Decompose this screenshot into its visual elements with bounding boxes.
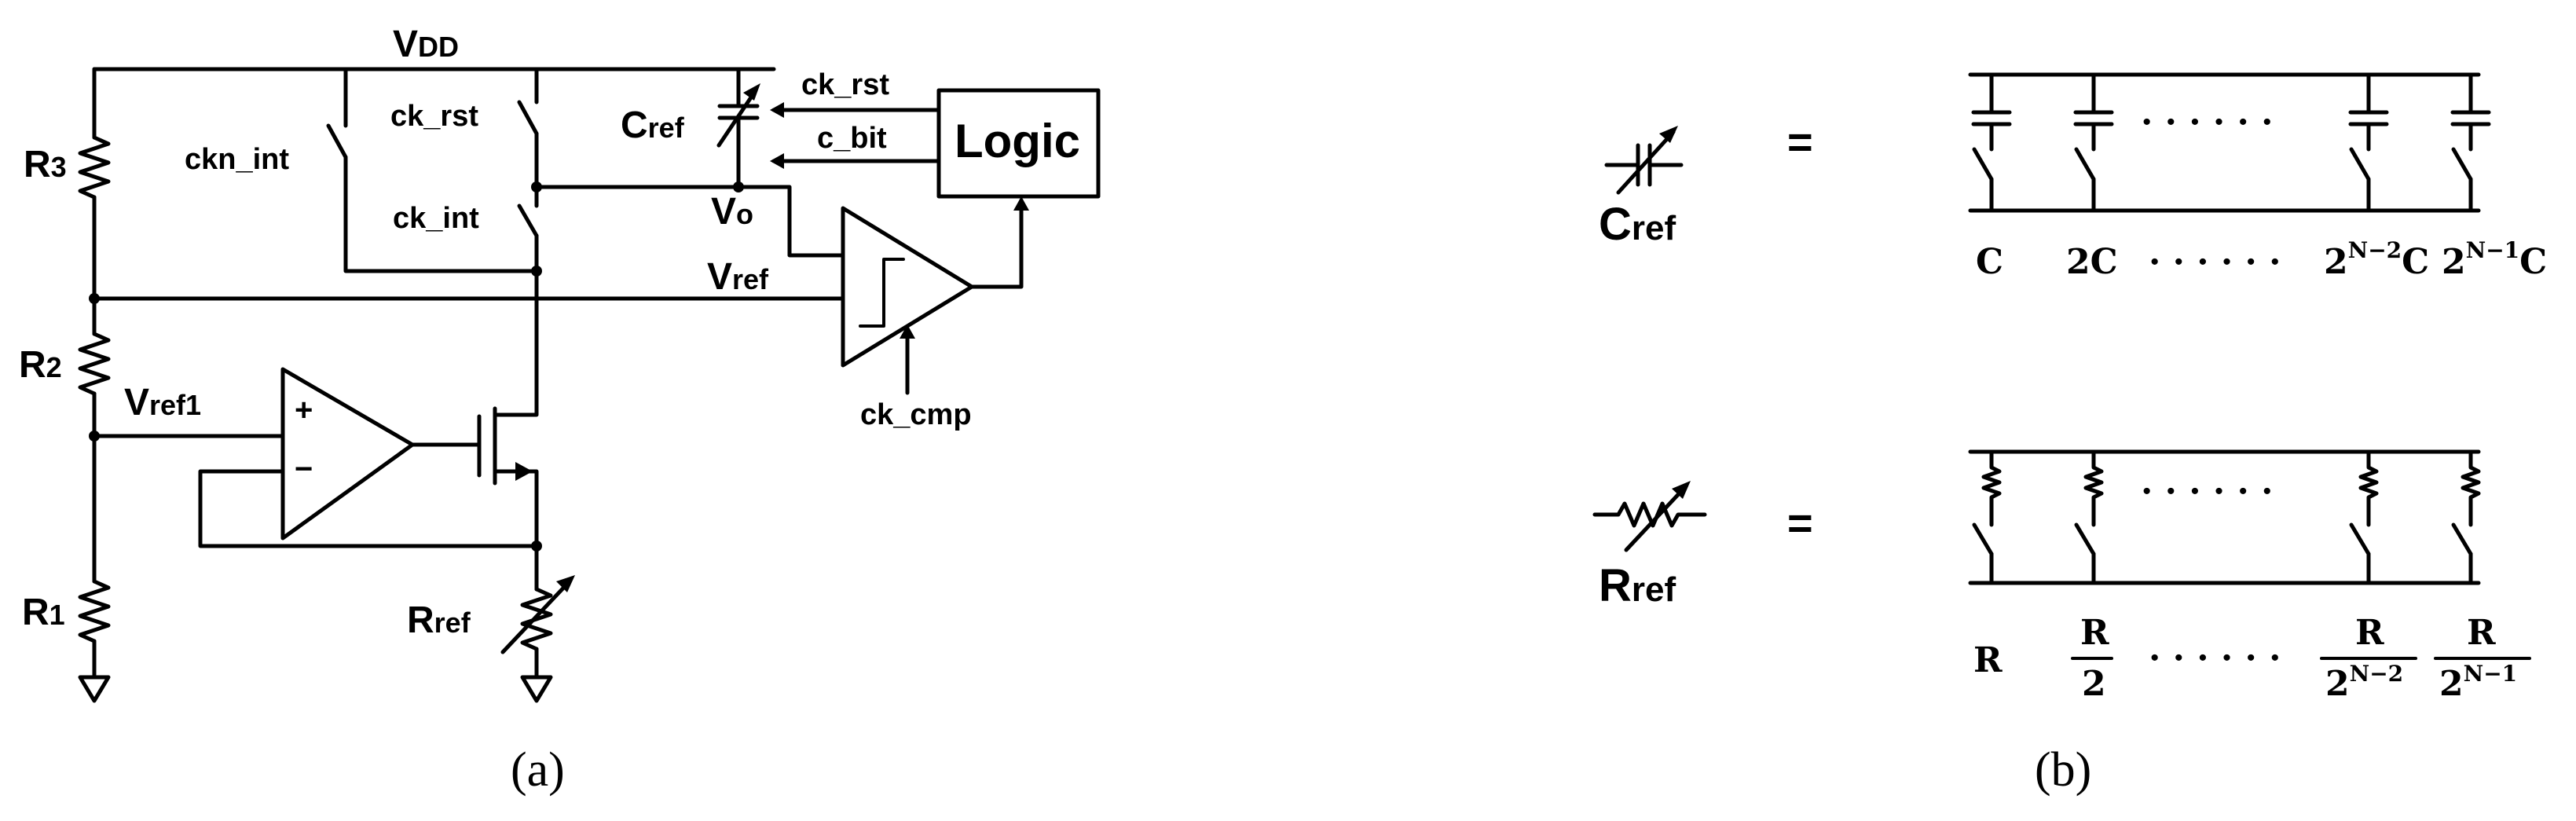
wire-vo (534, 185, 845, 258)
ckn-int-wire (343, 67, 539, 273)
r1-label: R1 (22, 592, 65, 633)
opamp-minus: − (295, 452, 313, 486)
ground-right-icon (520, 675, 553, 703)
vo-label: Vo (711, 191, 753, 233)
ck-int-label: ck_int (393, 202, 479, 235)
r1-resistor (78, 579, 111, 643)
ck-int-switch (517, 203, 539, 238)
res-label-dots: · · · · · · (2149, 638, 2281, 678)
ckn-int-switch (326, 123, 348, 159)
cref-arrowhead-icon (743, 83, 760, 101)
r3-label: R3 (24, 144, 67, 185)
cref-symbol-arrow (1616, 130, 1676, 195)
nmos-drain (493, 355, 539, 417)
cap-branch-2 (2073, 72, 2114, 213)
equals-bottom: = (1787, 498, 1813, 548)
res-branch-4 (2451, 449, 2481, 585)
ckn-int-label: ckn_int (185, 143, 289, 176)
comparator-output-arrow-icon (1013, 196, 1029, 211)
rref-symbol-arrowhead-icon (1672, 481, 1691, 499)
res-label-r3-num: R (2355, 613, 2384, 653)
res-branch-2 (2074, 449, 2104, 585)
node-cref (733, 181, 744, 192)
nmos-source (493, 469, 539, 548)
cap-label-c: C (1976, 242, 2003, 282)
cref-symbol-plates (1636, 143, 1652, 187)
res-branch-1 (1972, 449, 2002, 585)
logic-block (936, 88, 1101, 199)
cap-branch-3 (2348, 72, 2389, 213)
opamp-feedback-wire (198, 469, 539, 548)
rref-arrowhead-icon (556, 575, 575, 592)
logic-label: Logic (955, 115, 1080, 167)
cap-bank-dots: · · · · · · (2141, 102, 2274, 142)
ck-rst-switch (517, 100, 539, 136)
vref1-label: Vref1 (124, 382, 201, 423)
c-bit-label: c_bit (817, 122, 887, 155)
ck-cmp-label: ck_cmp (860, 398, 972, 431)
res-label-r: R (1973, 640, 2003, 680)
comparator-hysteresis-icon (859, 258, 905, 328)
cap-label-n1: 2N−1C (2442, 237, 2547, 282)
node-ck-int (531, 266, 542, 277)
vdd-label: VDD (393, 24, 459, 65)
rref-label: Rref (407, 599, 471, 641)
res-label-r4-den: 2N−1 (2439, 661, 2517, 704)
vref-label: Vref (707, 256, 769, 298)
comparator-output-wire (969, 198, 1024, 289)
cap-branch-1 (1971, 72, 2012, 213)
cref-variable-arrow (716, 88, 758, 148)
ck-rst-arrow-icon (770, 102, 784, 118)
cap-label-dots: · · · · · · (2149, 242, 2281, 282)
res-label-r3-den: 2N−2 (2325, 661, 2403, 704)
equals-top: = (1787, 117, 1813, 167)
ground-left-icon (78, 675, 111, 703)
rref-symbol-arrow (1624, 485, 1687, 552)
res-branch-3 (2349, 449, 2379, 585)
cap-label-2c: 2C (2066, 242, 2118, 282)
res-label-r2-num: R (2080, 613, 2109, 653)
cap-branch-4 (2450, 72, 2491, 213)
rref-symbol-zigzag (1592, 501, 1707, 528)
ck-rst-signal-label: ck_rst (801, 68, 889, 101)
res-bank-dots: · · · · · · (2141, 471, 2274, 511)
ck-cmp-arrow-icon (900, 324, 915, 339)
r2-label: R2 (19, 344, 62, 386)
caption-b: (b) (2035, 743, 2091, 797)
cref-label: Cref (621, 104, 685, 146)
cref-symbol-label: Cref (1599, 199, 1676, 250)
r2-resistor (78, 332, 111, 396)
opamp-plus: + (295, 393, 313, 427)
r3-resistor (78, 135, 111, 200)
c-bit-arrow-icon (770, 153, 784, 169)
cap-label-n2: 2N−2C (2324, 237, 2429, 282)
rref-variable-arrow (500, 579, 572, 654)
ck-rst-switch-label: ck_rst (390, 100, 478, 133)
opamp-triangle (280, 367, 415, 541)
nmos-arrow-icon (515, 462, 533, 481)
rref-symbol-label: Rref (1599, 560, 1676, 611)
panel-b-banks: Cref = · · · · · · C 2C · · (1592, 72, 2547, 797)
res-label-r2-den: 2 (2082, 664, 2106, 704)
res-label-r4-num: R (2467, 613, 2496, 653)
cref-symbol-arrowhead-icon (1659, 126, 1678, 143)
caption-a: (a) (511, 743, 565, 797)
panel-a-circuit: VDD R3 R2 R1 Vref Vref1 + − (19, 24, 1101, 797)
